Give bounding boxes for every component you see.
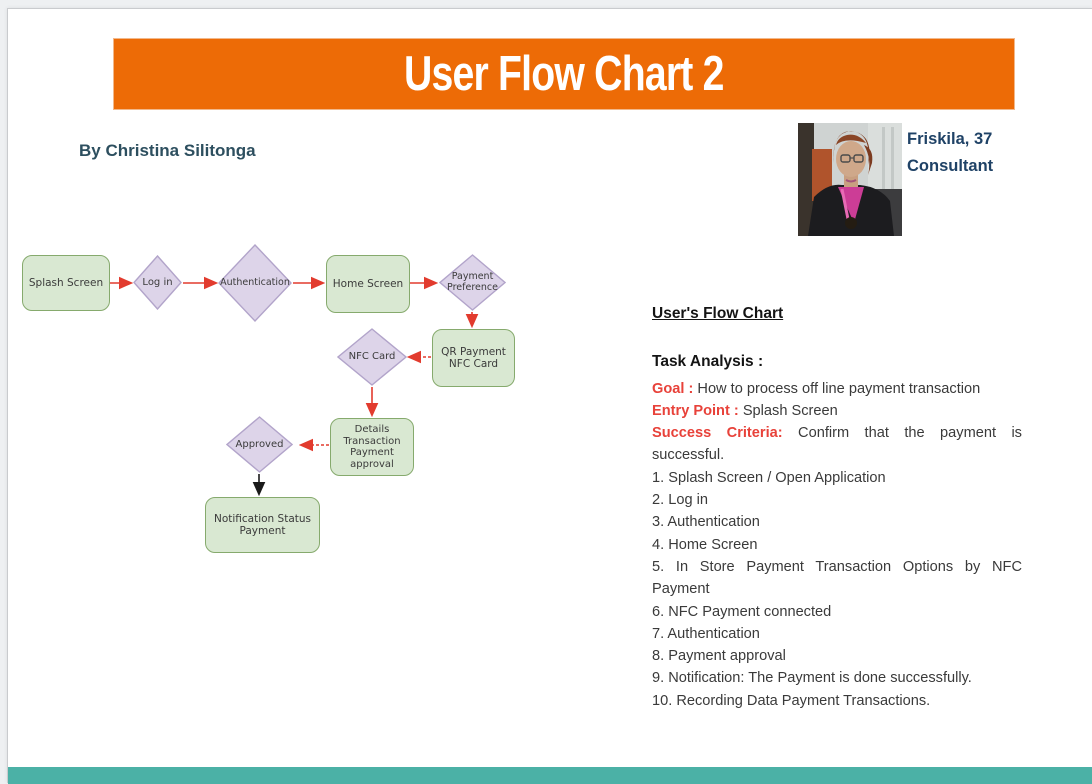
- step-item: 5. In Store Payment Transaction Options …: [652, 558, 1022, 598]
- node-label: Approved: [235, 438, 284, 450]
- notes-heading: User's Flow Chart: [652, 305, 784, 322]
- entry-point-label: Entry Point :: [652, 402, 743, 419]
- author-name: By Christina Silitonga: [79, 141, 256, 160]
- task-analysis-heading: Task Analysis :: [652, 353, 764, 371]
- slide: User Flow Chart 2 By Christina Silitonga: [7, 8, 1092, 784]
- step-item: 2. Log in: [652, 492, 708, 509]
- goal-text: How to process off line payment transact…: [697, 380, 981, 397]
- node-label: Authentication: [220, 276, 290, 288]
- node-authentication: Authentication: [218, 244, 292, 322]
- step-item: 6. NFC Payment connected: [652, 603, 832, 620]
- diamond-shape: [133, 255, 182, 310]
- node-nfc-card: NFC Card: [337, 328, 407, 386]
- node-notification-status: Notification Status Payment: [205, 497, 320, 553]
- diamond-shape: [218, 244, 292, 322]
- diamond-shape: [439, 254, 506, 311]
- node-home-screen: Home Screen: [326, 255, 410, 313]
- entry-point-line: Entry Point : Splash Screen: [652, 400, 1022, 422]
- node-splash-screen: Splash Screen: [22, 255, 110, 311]
- persona-photo: [798, 123, 902, 236]
- node-label: QR Payment NFC Card: [441, 345, 506, 370]
- step-item: 1. Splash Screen / Open Application: [652, 469, 886, 486]
- persona-role: Consultant: [907, 157, 994, 175]
- persona-name: Friskila, 37: [907, 130, 993, 148]
- diamond-shape: [337, 328, 407, 386]
- node-log-in: Log in: [133, 255, 182, 310]
- node-qr-payment-nfc-card: QR Payment NFC Card: [432, 329, 515, 387]
- step-item: 10. Recording Data Payment Transactions.: [652, 692, 931, 709]
- node-label: Payment Preference: [447, 270, 498, 293]
- node-label: Splash Screen: [28, 276, 104, 289]
- bottom-accent-bar: [8, 767, 1092, 784]
- node-label: Details Transaction Payment approval: [343, 424, 401, 470]
- step-item: 8. Payment approval: [652, 648, 786, 665]
- portrait-illustration: [798, 123, 902, 236]
- node-label: Home Screen: [332, 277, 404, 290]
- title-banner: User Flow Chart 2: [113, 38, 1015, 110]
- success-criteria-label: Success Criteria:: [652, 425, 799, 442]
- page-title: User Flow Chart 2: [404, 47, 724, 101]
- node-label: Notification Status Payment: [213, 512, 312, 537]
- node-details-transaction: Details Transaction Payment approval: [330, 418, 414, 476]
- notes-panel: User's Flow Chart Task Analysis : Goal :…: [652, 303, 1022, 712]
- node-approved: Approved: [226, 416, 293, 473]
- entry-point-text: Splash Screen: [742, 402, 838, 419]
- success-criteria-text: Confirm that the payment is successful.: [652, 425, 1022, 464]
- step-item: 7. Authentication: [652, 625, 760, 642]
- goal-label: Goal :: [652, 380, 698, 397]
- step-item: 9. Notification: The Payment is done suc…: [652, 670, 972, 687]
- step-item: 3. Authentication: [652, 514, 760, 531]
- node-payment-preference: Payment Preference: [439, 254, 506, 311]
- success-criteria-line: Success Criteria: Confirm that the payme…: [652, 422, 1022, 467]
- persona-info: Friskila, 37 Consultant: [907, 126, 993, 180]
- step-item: 4. Home Screen: [652, 536, 758, 553]
- goal-line: Goal : How to process off line payment t…: [652, 378, 1022, 400]
- node-label: NFC Card: [348, 351, 396, 363]
- diamond-shape: [226, 416, 293, 473]
- node-label: Log in: [142, 276, 173, 288]
